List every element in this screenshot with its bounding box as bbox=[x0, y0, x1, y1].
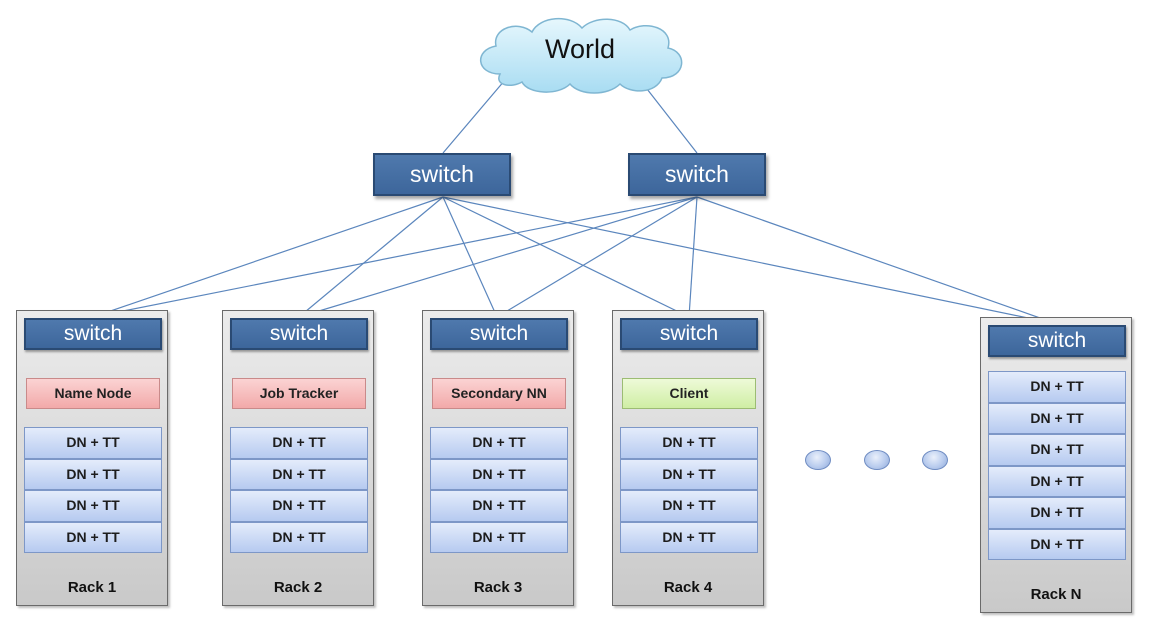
node-dn-tt: DN + TT bbox=[230, 458, 368, 490]
ellipsis-dot bbox=[922, 450, 948, 470]
node-dn-tt: DN + TT bbox=[988, 434, 1126, 466]
node-dn-tt: DN + TT bbox=[230, 521, 368, 553]
rack-1: switch Name Node DN + TT DN + TT DN + TT… bbox=[16, 310, 168, 606]
node-dn-tt: DN + TT bbox=[430, 427, 568, 459]
node-dn-tt: DN + TT bbox=[620, 458, 758, 490]
rack-label: Rack 2 bbox=[273, 579, 323, 596]
rack-2: switch Job Tracker DN + TT DN + TT DN + … bbox=[222, 310, 374, 606]
node-dn-tt: DN + TT bbox=[988, 497, 1126, 529]
rack-switch: switch bbox=[24, 318, 162, 350]
node-stack: DN + TT DN + TT DN + TT DN + TT bbox=[620, 427, 758, 553]
node-dn-tt: DN + TT bbox=[230, 490, 368, 522]
world-cloud: World bbox=[470, 14, 690, 96]
role-job-tracker: Job Tracker bbox=[232, 378, 366, 409]
rack-4: switch Client DN + TT DN + TT DN + TT DN… bbox=[612, 310, 764, 606]
link-switch-2-rack-4 bbox=[688, 196, 698, 318]
link-world-switch-1 bbox=[442, 79, 506, 154]
link-switch-2-rack-3 bbox=[496, 196, 698, 318]
node-stack: DN + TT DN + TT DN + TT DN + TT bbox=[430, 427, 568, 553]
node-dn-tt: DN + TT bbox=[620, 521, 758, 553]
rack-label: Rack 1 bbox=[67, 579, 117, 596]
link-switch-1-rack-4 bbox=[442, 196, 690, 318]
rack-label: Rack 3 bbox=[473, 579, 523, 596]
link-switch-1-rack-1 bbox=[92, 196, 444, 318]
node-dn-tt: DN + TT bbox=[988, 528, 1126, 560]
top-switch-1: switch bbox=[373, 153, 511, 196]
link-switch-1-rack-2 bbox=[298, 196, 444, 318]
node-stack: DN + TT DN + TT DN + TT DN + TT DN + TT … bbox=[988, 371, 1126, 560]
link-world-switch-2 bbox=[639, 79, 698, 154]
node-dn-tt: DN + TT bbox=[24, 427, 162, 459]
link-switch-1-rack-3 bbox=[442, 196, 498, 318]
rack-switch: switch bbox=[620, 318, 758, 350]
rack-n: switch DN + TT DN + TT DN + TT DN + TT D… bbox=[980, 317, 1132, 613]
rack-label: Rack 4 bbox=[663, 579, 713, 596]
rack-label: Rack N bbox=[1030, 586, 1082, 603]
link-switch-1-rack-5 bbox=[442, 196, 1058, 325]
node-stack: DN + TT DN + TT DN + TT DN + TT bbox=[24, 427, 162, 553]
node-dn-tt: DN + TT bbox=[24, 458, 162, 490]
node-dn-tt: DN + TT bbox=[24, 490, 162, 522]
node-dn-tt: DN + TT bbox=[988, 371, 1126, 403]
top-switch-2: switch bbox=[628, 153, 766, 196]
rack-3: switch Secondary NN DN + TT DN + TT DN +… bbox=[422, 310, 574, 606]
role-secondary-nn: Secondary NN bbox=[432, 378, 566, 409]
rack-switch: switch bbox=[988, 325, 1126, 357]
cloud-shape bbox=[479, 17, 683, 94]
node-dn-tt: DN + TT bbox=[430, 490, 568, 522]
node-dn-tt: DN + TT bbox=[230, 427, 368, 459]
rack-switch: switch bbox=[230, 318, 368, 350]
node-dn-tt: DN + TT bbox=[620, 427, 758, 459]
node-dn-tt: DN + TT bbox=[24, 521, 162, 553]
ellipsis-dot bbox=[864, 450, 890, 470]
node-dn-tt: DN + TT bbox=[988, 465, 1126, 497]
world-label: World bbox=[544, 34, 616, 64]
ellipsis-dot bbox=[805, 450, 831, 470]
node-stack: DN + TT DN + TT DN + TT DN + TT bbox=[230, 427, 368, 553]
role-client: Client bbox=[622, 378, 756, 409]
link-switch-2-rack-2 bbox=[298, 196, 698, 318]
link-switch-2-rack-1 bbox=[92, 196, 698, 318]
role-name-node: Name Node bbox=[26, 378, 160, 409]
rack-switch: switch bbox=[430, 318, 568, 350]
node-dn-tt: DN + TT bbox=[430, 458, 568, 490]
link-switch-2-rack-5 bbox=[696, 196, 1058, 325]
node-dn-tt: DN + TT bbox=[620, 490, 758, 522]
node-dn-tt: DN + TT bbox=[430, 521, 568, 553]
node-dn-tt: DN + TT bbox=[988, 402, 1126, 434]
